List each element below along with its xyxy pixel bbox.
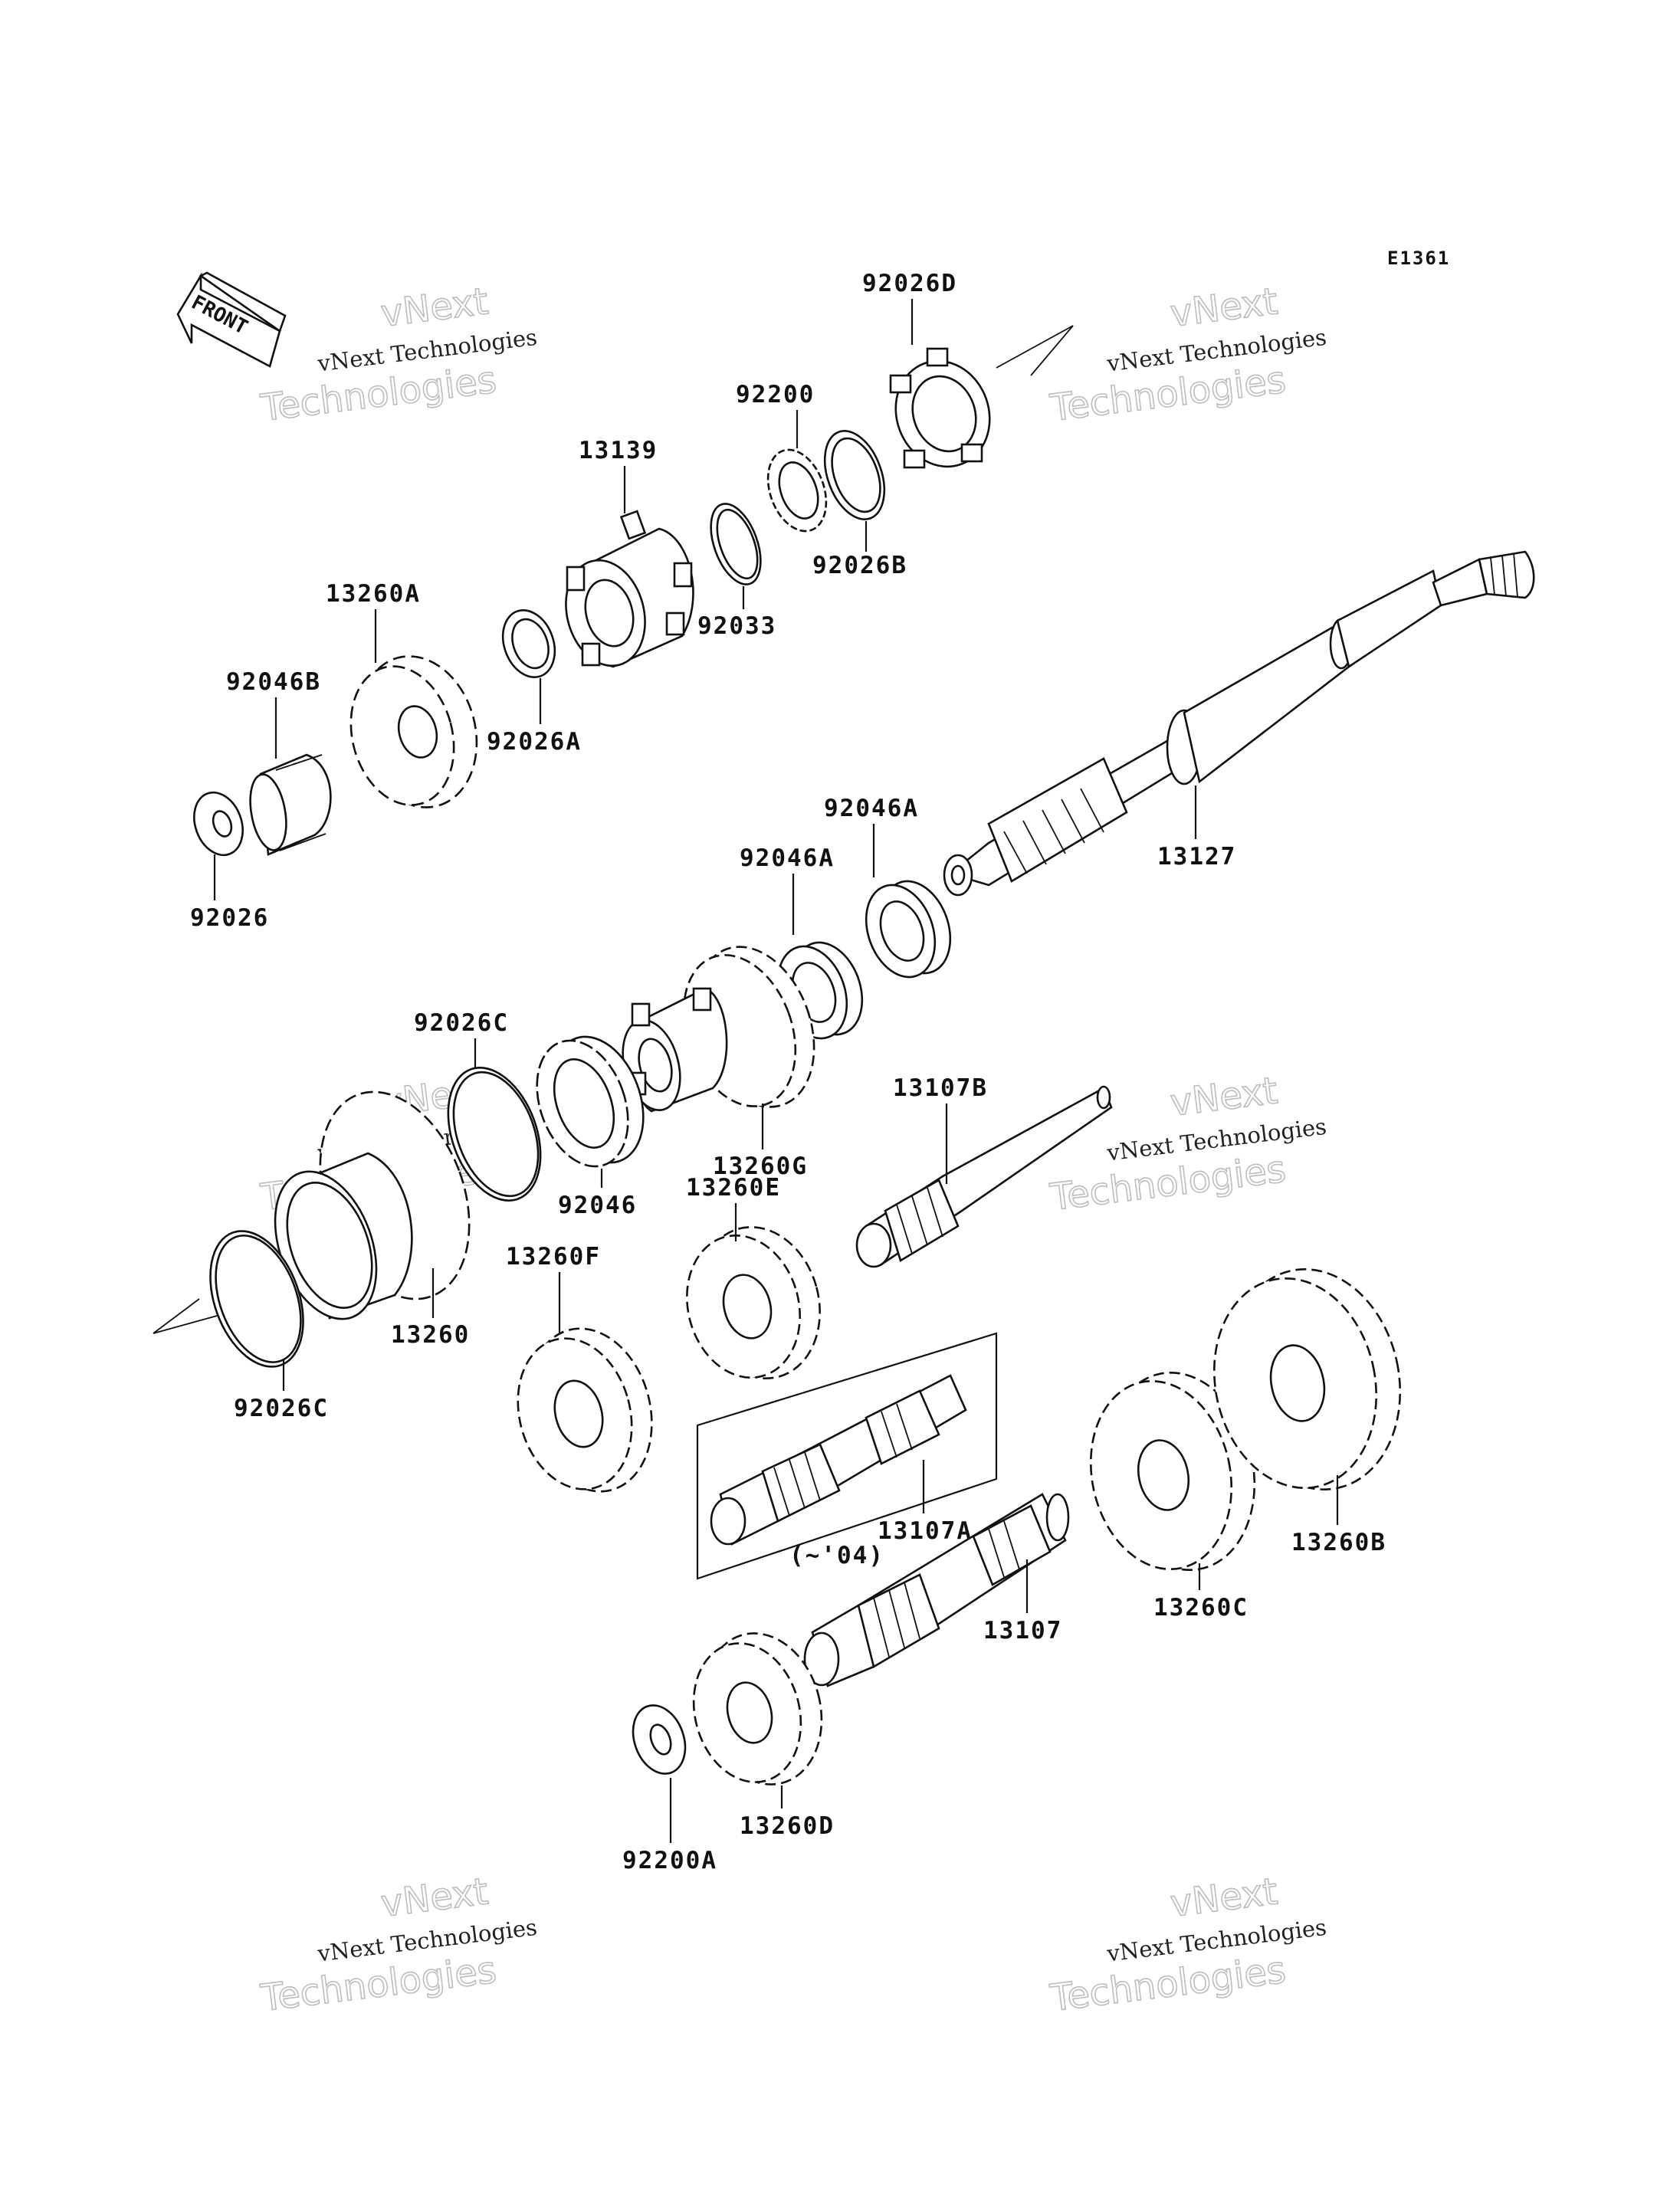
watermark xyxy=(1037,1864,1334,2021)
label-92026D: 92026D xyxy=(862,270,957,297)
axis-mark xyxy=(996,325,1074,376)
label-13260F: 13260F xyxy=(506,1243,601,1271)
gear-13260B xyxy=(1213,1268,1402,1490)
label-13260B: 13260B xyxy=(1291,1529,1386,1556)
washer-92200A xyxy=(632,1704,687,1775)
needle-bearing-92046 xyxy=(536,1035,645,1168)
needle-bearing-92046B xyxy=(249,753,332,856)
leader-lines xyxy=(213,299,1339,1843)
label-13107B: 13107B xyxy=(893,1074,988,1102)
watermark xyxy=(248,1864,545,2021)
label-variant-note: (~'04) xyxy=(789,1542,884,1569)
label-13107: 13107 xyxy=(983,1617,1062,1644)
label-13127: 13127 xyxy=(1157,843,1236,871)
label-13260A: 13260A xyxy=(326,580,421,608)
variant-box-13107A xyxy=(696,1332,998,1580)
label-13139: 13139 xyxy=(579,437,658,464)
watermark xyxy=(248,274,545,431)
main-shaft-13127 xyxy=(943,550,1535,897)
ring-92026C-upper xyxy=(447,1067,542,1202)
lock-washer-92026D xyxy=(889,347,991,469)
label-92046A-2: 92046A xyxy=(824,795,919,822)
label-92026B: 92026B xyxy=(812,552,907,579)
watermark xyxy=(1037,274,1334,431)
label-92046B: 92046B xyxy=(226,668,321,696)
ring-92026C-lower xyxy=(209,1230,304,1368)
watermark xyxy=(1037,1063,1334,1220)
label-92046: 92046 xyxy=(558,1192,637,1219)
label-13107A: 13107A xyxy=(878,1517,973,1545)
part-labels: 92026D 92200 13139 92026B 92033 13260A 9… xyxy=(190,270,1386,1874)
label-13260G: 13260G xyxy=(713,1153,808,1180)
front-arrow-icon: FRONT xyxy=(176,271,287,368)
diagram-code: E1361 xyxy=(1387,248,1450,269)
washer-92026A xyxy=(501,609,556,678)
label-92026C-lower: 92026C xyxy=(234,1395,329,1422)
snap-ring-92033 xyxy=(710,503,762,585)
washer-92026B xyxy=(823,430,886,520)
gear-13260F xyxy=(517,1327,653,1493)
label-92026A: 92026A xyxy=(487,728,582,756)
label-13260D: 13260D xyxy=(740,1812,835,1840)
shifter-13139 xyxy=(565,510,694,668)
gear-13260C xyxy=(1089,1372,1256,1571)
label-92046A-1: 92046A xyxy=(740,844,835,872)
gear-13260E xyxy=(686,1226,821,1379)
label-13260E: 13260E xyxy=(686,1174,781,1202)
washer-92026 xyxy=(193,791,244,857)
shaft-13107 xyxy=(803,1493,1070,1687)
gear-13260 xyxy=(274,1090,471,1320)
label-92026C-upper: 92026C xyxy=(414,1009,509,1037)
label-92200A: 92200A xyxy=(622,1847,717,1874)
gear-13260A xyxy=(349,655,478,808)
gear-13260D xyxy=(692,1632,823,1785)
needle-bearing-92046A-2 xyxy=(865,880,952,979)
label-92033: 92033 xyxy=(697,612,776,640)
label-13260: 13260 xyxy=(391,1321,470,1349)
shaft-13107B xyxy=(855,1085,1113,1268)
label-13260C: 13260C xyxy=(1153,1594,1249,1622)
label-92026: 92026 xyxy=(190,904,269,932)
washer-92200 xyxy=(766,448,828,533)
label-92200: 92200 xyxy=(736,381,815,408)
